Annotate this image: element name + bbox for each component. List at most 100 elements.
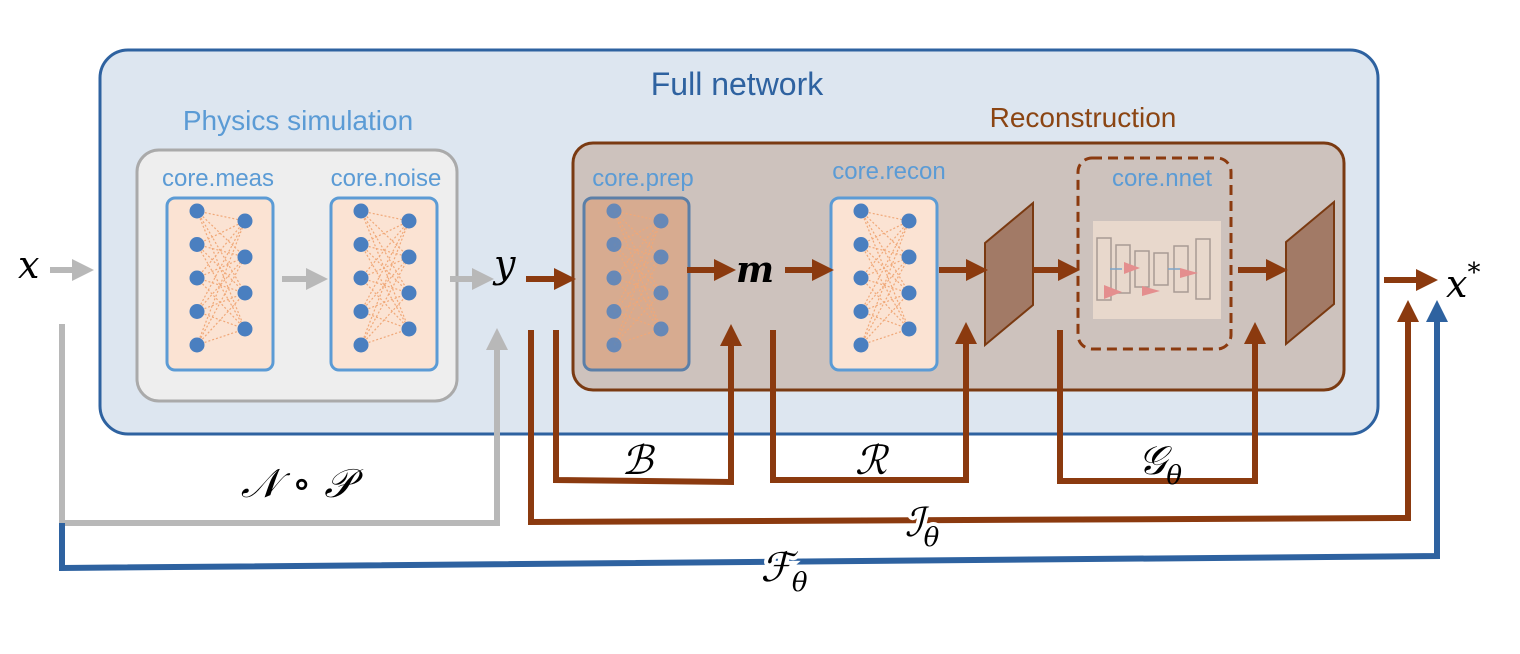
layer-connection	[860, 220, 910, 279]
neuron-node	[653, 321, 669, 337]
neuron-node	[237, 285, 253, 301]
layer-connection	[360, 244, 410, 330]
neuron-node	[237, 249, 253, 265]
layer-connection	[860, 328, 910, 346]
layer-connection	[860, 220, 910, 312]
layer-connection	[860, 220, 910, 246]
bracket-B	[553, 324, 742, 486]
layer-connection	[860, 256, 910, 346]
layer-connection	[613, 277, 662, 294]
bracket-noise-physics	[59, 324, 508, 526]
layer-connection	[860, 243, 910, 258]
var-x-star-sup: *	[1467, 258, 1480, 288]
bracket-R	[770, 322, 977, 483]
var-x-star-base: x	[1446, 262, 1467, 306]
layer-connection	[860, 210, 910, 258]
layer-connection	[196, 244, 246, 294]
neuron-node	[901, 285, 917, 301]
layer-connection	[196, 244, 246, 330]
layer-connection	[860, 310, 910, 330]
var-x-input: x	[18, 243, 39, 287]
neuron-node	[901, 321, 917, 337]
label-I-sub: θ	[924, 523, 940, 553]
label-I: ℐθ	[905, 500, 940, 553]
bracket-F	[59, 300, 1448, 572]
layer-connection	[360, 243, 410, 258]
neuron-node	[853, 203, 869, 219]
layer-connection	[613, 244, 662, 330]
layer-block-noise	[329, 196, 439, 372]
neuron-node	[853, 337, 869, 353]
neuron-node	[853, 304, 869, 319]
layer-connection	[360, 244, 410, 294]
reconstruction-title: Reconstruction	[990, 102, 1177, 133]
layer-connection	[196, 256, 246, 346]
module-label-nnet: core.nnet	[1112, 165, 1212, 192]
module-label-noise: core.noise	[331, 165, 442, 192]
layer-block-prep	[582, 196, 691, 372]
layer-connection	[360, 210, 410, 330]
label-noise-physics: 𝒩 ∘ 𝒫	[241, 461, 364, 507]
neuron-node	[401, 213, 417, 229]
layer-connection	[360, 220, 410, 279]
layer-connection	[196, 277, 246, 294]
neuron-node	[401, 249, 417, 265]
layer-connection	[860, 210, 910, 222]
module-label-meas: core.meas	[162, 165, 274, 192]
neuron-node	[401, 285, 417, 301]
layer-connection	[613, 243, 662, 258]
layer-connection	[613, 220, 662, 312]
layer-block-meas	[165, 196, 275, 372]
neuron-node	[653, 249, 669, 265]
layer-connection	[196, 256, 246, 279]
layer-connection	[613, 277, 662, 330]
layer-connection	[360, 220, 410, 246]
feature-map-panel-2	[1285, 199, 1335, 347]
layer-connection	[360, 210, 410, 222]
neuron-node	[353, 203, 369, 219]
neuron-node	[606, 203, 622, 219]
neuron-node	[401, 321, 417, 337]
unet-illustration	[1093, 221, 1221, 319]
layer-block-recon	[829, 196, 939, 372]
neuron-node	[606, 270, 622, 286]
var-y: y	[492, 242, 516, 286]
neuron-node	[901, 213, 917, 229]
neuron-node	[189, 337, 205, 353]
layer-connection	[360, 256, 410, 279]
neuron-node	[189, 203, 205, 219]
neuron-node	[353, 304, 369, 319]
layer-connection	[613, 244, 662, 294]
neuron-node	[189, 237, 205, 252]
label-R: ℛ	[855, 438, 890, 484]
layer-connection	[360, 277, 410, 294]
layer-connection	[360, 210, 410, 258]
neuron-node	[189, 270, 205, 286]
neuron-node	[353, 337, 369, 353]
layer-connection	[196, 243, 246, 258]
bracket-I	[528, 300, 1419, 526]
neuron-node	[189, 304, 205, 319]
layer-connection	[360, 256, 410, 346]
reconstruction-box	[571, 141, 1346, 392]
neuron-node	[853, 237, 869, 252]
layer-connection	[613, 220, 662, 279]
neuron-node	[606, 237, 622, 252]
neuron-node	[653, 213, 669, 229]
neuron-node	[653, 285, 669, 301]
layer-connection	[360, 220, 410, 312]
layer-connection	[196, 210, 246, 330]
layer-connection	[613, 210, 662, 258]
var-x-star: x*	[1446, 258, 1480, 306]
neuron-node	[353, 237, 369, 252]
neuron-node	[353, 270, 369, 286]
neuron-node	[237, 321, 253, 337]
layer-connection	[613, 310, 662, 330]
label-F: ℱθ	[760, 545, 807, 598]
layer-connection	[860, 277, 910, 294]
nnet-dashed-box	[1076, 156, 1233, 351]
layer-connection	[196, 220, 246, 312]
layer-connection	[196, 220, 246, 279]
